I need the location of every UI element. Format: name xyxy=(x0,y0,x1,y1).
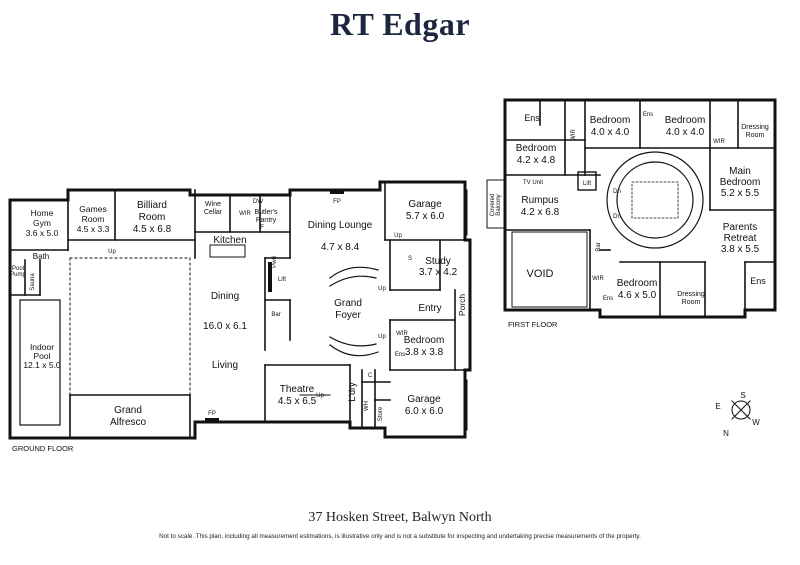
first-floor-walls xyxy=(503,98,777,319)
label-wir-pantry: WIR xyxy=(239,211,251,217)
label-dn-2: Dn xyxy=(613,214,621,220)
label-covered-balcony: Covered xyxy=(490,194,496,217)
label-wh: WH xyxy=(364,401,370,411)
room-porch: Porch xyxy=(457,294,467,316)
label-up-foyer-2: Up xyxy=(378,334,386,340)
first-fixture-labels: TV Unit Covered Balcony Lift Bar WIR WIR… xyxy=(490,112,725,302)
label-wir-bedroom: WIR xyxy=(396,331,408,337)
label-ens-ground: Ens xyxy=(395,352,405,358)
label-lift-first: Lift xyxy=(583,181,591,187)
first-floor-label: FIRST FLOOR xyxy=(508,320,558,329)
label-fp-dining: FP xyxy=(333,199,341,205)
label-up-theatre: Up xyxy=(316,393,324,399)
compass-e: E xyxy=(715,402,720,411)
room-living: Living xyxy=(212,360,238,371)
label-up-garage: Up xyxy=(394,233,402,239)
label-wir-first-b: WIR xyxy=(713,139,725,145)
circular-staircase xyxy=(606,151,704,249)
ground-floor-walls xyxy=(8,180,472,440)
label-dw: DW xyxy=(253,199,263,205)
disclaimer-text: Not to scale. This plan, including all m… xyxy=(159,533,641,540)
label-fp-living: FP xyxy=(208,411,216,417)
label-f: F xyxy=(260,225,264,231)
compass-labels: N S E W xyxy=(715,391,760,438)
label-bar-ground: Bar xyxy=(271,312,280,318)
indoor-pool-basin xyxy=(19,299,61,426)
fireplace-living xyxy=(205,418,219,422)
kitchen-island xyxy=(209,244,246,258)
label-store: Store xyxy=(378,406,384,421)
lift-shaft-ground xyxy=(268,262,272,292)
label-bar-first: Bar xyxy=(596,242,602,251)
brand-logo: RT Edgar xyxy=(329,6,471,42)
room-laundry: L'dry xyxy=(347,382,357,402)
first-floor-interior xyxy=(504,99,776,318)
label-sauna: Sauna xyxy=(30,273,36,291)
room-entry: Entry xyxy=(418,303,441,314)
label-up-foyer: Up xyxy=(378,286,386,292)
first-floor-lift xyxy=(577,171,597,191)
label-dn-1: Dn xyxy=(613,189,621,195)
label-ens-first-b: Ens xyxy=(603,296,613,302)
ground-floor-interior xyxy=(9,181,466,439)
room-ens-right: Ens xyxy=(750,276,766,286)
room-void: VOID xyxy=(527,268,554,280)
label-ens-first-a: Ens xyxy=(643,112,653,118)
label-tv-unit: TV Unit xyxy=(523,180,543,186)
room-bath: Bath xyxy=(33,252,49,261)
ground-floor-label: GROUND FLOOR xyxy=(12,444,74,453)
label-wir-first-c: WIR xyxy=(592,276,604,282)
room-kitchen: Kitchen xyxy=(213,235,246,246)
compass-s: S xyxy=(740,391,745,400)
label-lift-ground: Lift xyxy=(278,277,286,283)
label-wir-first-a: WIR xyxy=(571,129,577,141)
label-up-games: Up xyxy=(108,249,116,255)
ground-fixture-labels: FP FP Lift Bar Pwd WIR WIR Ens Store WH … xyxy=(10,199,412,421)
label-covered-balcony-2: Balcony xyxy=(496,194,502,215)
label-s: S xyxy=(408,256,412,262)
label-pwd: Pwd xyxy=(272,256,278,268)
compass-n: N xyxy=(723,429,729,438)
grand-staircase xyxy=(329,266,379,357)
room-ens-top: Ens xyxy=(524,113,540,123)
compass-w: W xyxy=(752,418,760,427)
compass-rose xyxy=(731,400,751,420)
fireplace-dining xyxy=(330,190,344,194)
covered-balcony-area xyxy=(486,179,506,229)
property-address: 37 Hosken Street, Balwyn North xyxy=(308,510,492,525)
void-area xyxy=(511,231,588,308)
label-c: C xyxy=(368,373,373,379)
